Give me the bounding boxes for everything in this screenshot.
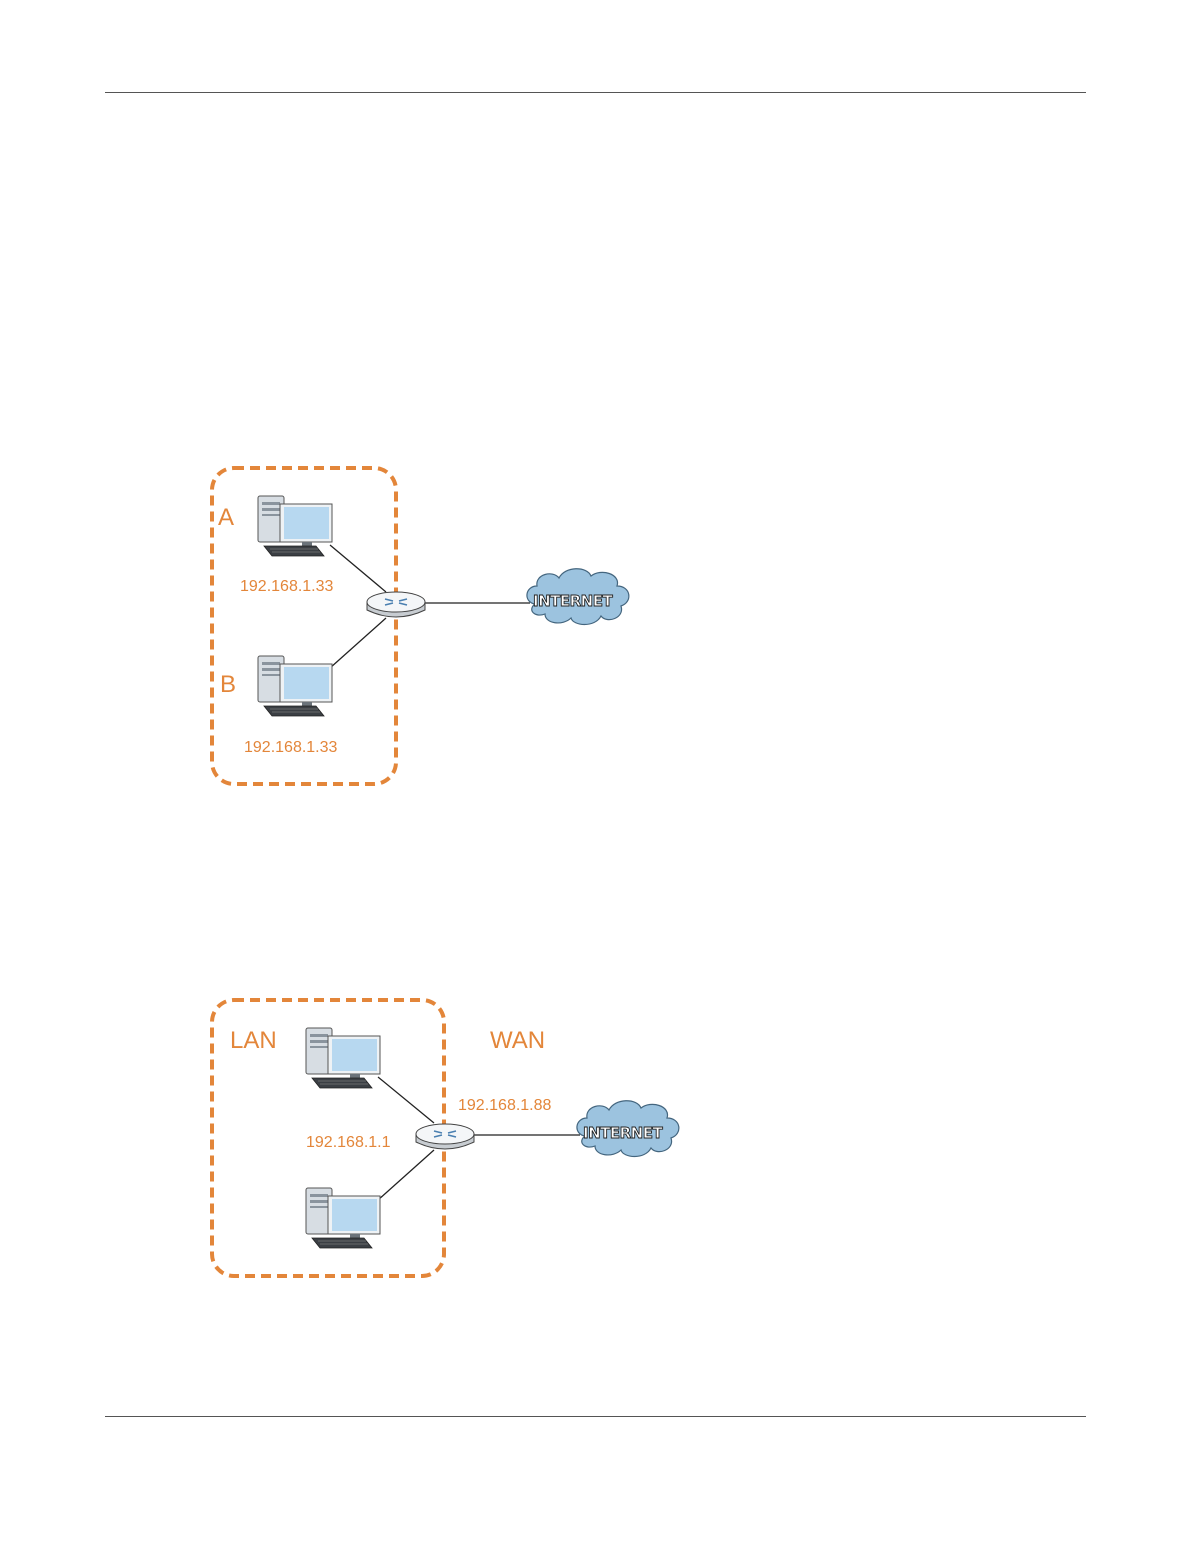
header-rule (105, 92, 1086, 93)
lan-boundary (210, 466, 398, 786)
computer-a-ip: 192.168.1.33 (240, 578, 334, 595)
computer-a-icon (257, 495, 333, 557)
computer-b-label: B (220, 671, 236, 698)
internet-cloud-icon: INTERNET (526, 568, 630, 626)
figure-ip-conflict: INTERNET A B 192.168.1.33 192.168.1.33 (0, 460, 1191, 795)
computer-b-ip: 192.168.1.33 (244, 739, 338, 756)
internet-label: INTERNET (533, 592, 613, 610)
lan-computer-1-icon (305, 1027, 381, 1089)
internet-label: INTERNET (583, 1124, 663, 1142)
wan-ip: 192.168.1.88 (458, 1097, 552, 1114)
internet-cloud-icon: INTERNET (576, 1100, 680, 1158)
lan-ip: 192.168.1.1 (306, 1134, 391, 1151)
wan-label: WAN (490, 1027, 545, 1054)
computer-a-label: A (218, 504, 234, 531)
figure-lan-wan: INTERNET LAN WAN 192.168.1.88 192.168.1.… (0, 990, 1191, 1290)
footer-rule (105, 1416, 1086, 1417)
router-icon (415, 1123, 475, 1150)
computer-b-icon (257, 655, 333, 717)
router-icon (366, 591, 426, 618)
lan-computer-2-icon (305, 1187, 381, 1249)
lan-label: LAN (230, 1027, 277, 1054)
